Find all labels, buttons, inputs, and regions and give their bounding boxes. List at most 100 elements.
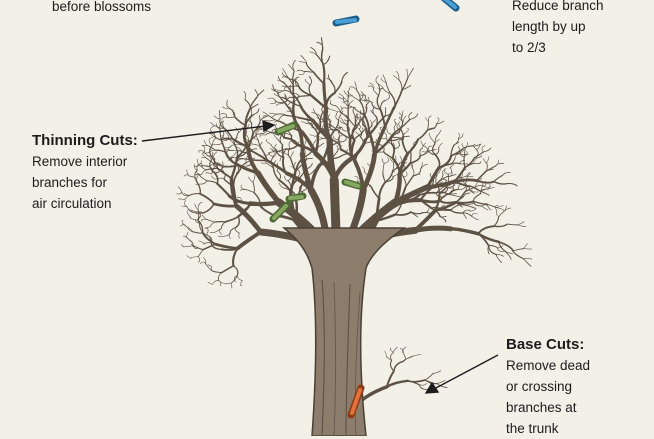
branch-segment — [477, 171, 486, 181]
branch-segment — [412, 168, 414, 176]
branch-segment — [502, 172, 510, 175]
branch-segment — [513, 249, 523, 251]
branch-segment — [202, 219, 207, 221]
branch-segment — [214, 116, 220, 119]
branch-segment — [206, 173, 211, 174]
branch-segment — [385, 351, 387, 356]
branch-segment — [428, 116, 431, 122]
branch-segment — [215, 229, 221, 232]
branch-segment — [204, 243, 212, 245]
branch-segment — [393, 162, 394, 170]
branch-segment — [437, 130, 441, 135]
branch-segment — [395, 90, 402, 106]
branch-segment — [394, 361, 403, 371]
branch-segment — [467, 204, 474, 206]
branch-segment — [385, 171, 392, 182]
branch-segment — [494, 176, 503, 182]
branch-segment — [258, 129, 264, 131]
branch-segment — [420, 148, 422, 155]
branch-segment — [234, 266, 238, 276]
branch-segment — [390, 348, 393, 353]
branch-segment — [435, 154, 439, 167]
branch-segment — [219, 110, 220, 118]
branch-segment — [280, 115, 287, 119]
branch-segment — [439, 143, 443, 148]
branch-segment — [298, 170, 300, 177]
branch-segment — [336, 112, 339, 120]
branch-segment — [454, 138, 459, 145]
branch-segment — [463, 146, 473, 149]
branch-segment — [291, 152, 294, 159]
branch-segment — [261, 163, 266, 164]
branch-segment — [190, 241, 193, 246]
branch-segment — [489, 245, 498, 248]
branch-segment — [475, 150, 479, 158]
branch-segment — [241, 185, 246, 190]
branch-segment — [279, 183, 283, 188]
branch-segment — [421, 141, 423, 146]
branch-segment — [189, 194, 200, 196]
branch-segment — [368, 86, 373, 88]
branch-segment — [204, 140, 208, 145]
branch-segment — [253, 182, 255, 193]
branch-segment — [435, 210, 451, 211]
branch-segment — [482, 205, 488, 206]
branch-segment — [524, 258, 532, 259]
branch-segment — [311, 165, 319, 190]
branch-segment — [334, 158, 352, 180]
branch-segment — [387, 129, 390, 134]
branch-segment — [428, 122, 429, 130]
branch-segment — [207, 219, 215, 222]
branch-segment — [399, 122, 400, 127]
branch-segment — [186, 226, 193, 231]
branch-segment — [380, 109, 385, 127]
branch-segment — [202, 157, 207, 158]
branch-segment — [402, 141, 407, 154]
base-cuts-annotation: Base Cuts: Remove dead or crossing branc… — [506, 335, 590, 439]
branch-segment — [344, 91, 349, 96]
branch-segment — [252, 109, 259, 115]
branch-segment — [206, 227, 208, 234]
branch-segment — [496, 210, 498, 216]
branch-segment — [482, 206, 488, 210]
branch-segment — [376, 76, 379, 85]
branch-segment — [415, 228, 451, 230]
branch-segment — [226, 117, 234, 118]
branch-segment — [230, 154, 235, 157]
branch-segment — [478, 234, 498, 242]
branch-segment — [217, 178, 225, 179]
branch-segment — [330, 100, 335, 105]
branch-segment — [487, 157, 490, 163]
branch-segment — [419, 193, 436, 195]
heading-cut-annotation: Reduce branch length by up to 2/3 — [512, 0, 604, 58]
branch-segment — [332, 83, 335, 93]
branch-segment — [445, 170, 449, 174]
branch-segment — [295, 201, 296, 221]
branch-segment — [277, 104, 283, 106]
branch-segment — [202, 215, 207, 220]
thinning-cuts-annotation: Thinning Cuts: Remove interior branches … — [32, 131, 138, 214]
branch-segment — [436, 118, 439, 124]
heading-cut-marker — [337, 20, 355, 22]
branch-segment — [334, 180, 336, 232]
branch-segment — [482, 146, 485, 152]
branch-segment — [206, 264, 212, 270]
branch-segment — [198, 250, 203, 257]
pre-blossom-text: before blossoms — [52, 0, 151, 17]
branch-segment — [411, 153, 412, 163]
branch-segment — [459, 133, 460, 138]
branch-segment — [435, 148, 439, 155]
branch-segment — [423, 145, 428, 150]
branch-segment — [419, 383, 426, 385]
branch-segment — [214, 204, 236, 206]
branch-segment — [233, 249, 237, 266]
branch-segment — [338, 136, 342, 142]
branch-segment — [391, 352, 394, 360]
branch-segment — [383, 163, 384, 171]
branch-segment — [204, 204, 215, 213]
thinning-cuts-text: Remove interior branches for air circula… — [32, 151, 138, 214]
branch-segment — [496, 255, 501, 263]
branch-segment — [203, 152, 208, 153]
branch-segment — [387, 381, 408, 387]
branch-segment — [454, 184, 460, 185]
